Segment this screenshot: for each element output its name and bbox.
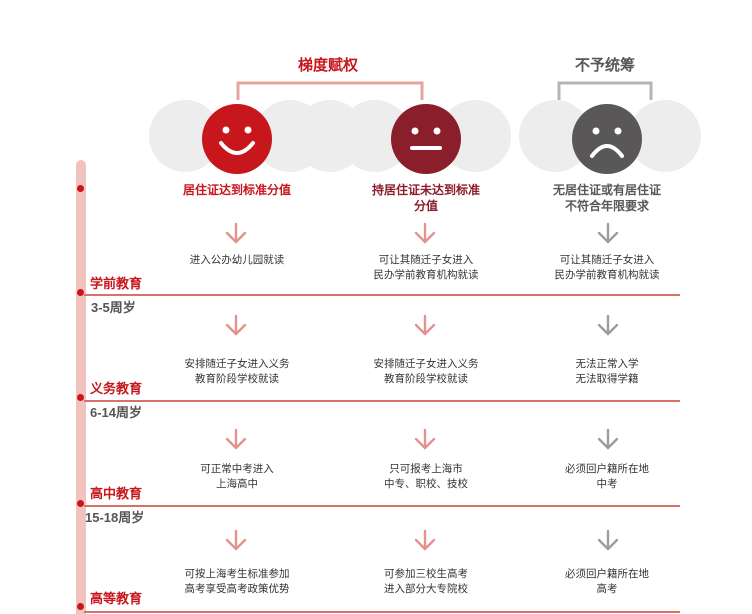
sad-face-icon	[572, 104, 642, 174]
cell-line: 必须回户籍所在地	[565, 568, 649, 580]
down-arrow-icon	[225, 314, 247, 336]
stage-name-high-school: 高中教育	[90, 486, 143, 501]
cell-high-school-no-permit: 必须回户籍所在地 中考	[507, 462, 707, 492]
cell-compulsory-below-standard: 安排随迁子女进入义务 教育阶段学校就读	[326, 357, 526, 387]
cell-preschool-qualified: 进入公办幼儿园就读	[137, 253, 337, 268]
down-arrow-icon	[414, 428, 436, 450]
stage-name-preschool: 学前教育	[90, 276, 143, 291]
cell-higher-education-qualified: 可按上海考生标准参加 高考享受高考政策优势	[137, 567, 337, 597]
cell-line: 上海高中	[216, 478, 258, 490]
cell-line: 中专、职校、技校	[384, 478, 468, 490]
stage-divider	[84, 611, 680, 613]
column-label-qualified: 居住证达到标准分值	[147, 182, 327, 198]
cell-line: 民办学前教育机构就读	[554, 269, 660, 281]
cell-compulsory-no-permit: 无法正常入学 无法取得学籍	[507, 357, 707, 387]
cell-line: 只可报考上海市	[389, 463, 463, 475]
column-label-line: 持居住证未达到标准	[371, 183, 480, 197]
down-arrow-icon	[414, 529, 436, 551]
cell-line: 中考	[596, 478, 618, 490]
cell-line: 可让其随迁子女进入	[559, 254, 655, 266]
timeline-dot	[77, 603, 84, 610]
timeline-axis	[76, 160, 86, 614]
timeline-dot	[77, 394, 84, 401]
cell-line: 高考享受高考政策优势	[184, 583, 290, 595]
timeline-dot	[77, 500, 84, 507]
bg-circle	[149, 100, 221, 172]
stage-age-high-school: 15-18周岁	[85, 510, 145, 525]
timeline-dot	[77, 185, 84, 192]
down-arrow-icon	[597, 529, 619, 551]
column-label-line: 不符合年限要求	[564, 199, 649, 213]
cell-line: 进入公办幼儿园就读	[189, 254, 285, 266]
cell-line: 安排随迁子女进入义务	[373, 358, 479, 370]
cell-line: 教育阶段学校就读	[384, 373, 468, 385]
stage-name-higher-education: 高等教育	[90, 591, 143, 606]
stage-age-compulsory: 6-14周岁	[90, 405, 143, 420]
down-arrow-icon	[225, 428, 247, 450]
cell-line: 教育阶段学校就读	[195, 373, 279, 385]
cell-compulsory-qualified: 安排随迁子女进入义务 教育阶段学校就读	[137, 357, 337, 387]
down-arrow-icon	[414, 314, 436, 336]
cell-line: 可按上海考生标准参加	[184, 568, 290, 580]
stage-name-compulsory: 义务教育	[90, 381, 143, 396]
down-arrow-icon	[597, 222, 619, 244]
down-arrow-icon	[225, 222, 247, 244]
stage-age-preschool: 3-5周岁	[91, 300, 136, 315]
bracket-excluded	[557, 81, 653, 100]
cell-line: 安排随迁子女进入义务	[184, 358, 290, 370]
cell-line: 可参加三校生高考	[384, 568, 468, 580]
cell-higher-education-below-standard: 可参加三校生高考 进入部分大专院校	[326, 567, 526, 597]
cell-line: 高考	[596, 583, 618, 595]
group-title-excluded: 不予统筹	[574, 57, 635, 74]
column-label-no-permit: 无居住证或有居住证 不符合年限要求	[517, 182, 697, 214]
down-arrow-icon	[597, 314, 619, 336]
cell-line: 可让其随迁子女进入	[378, 254, 474, 266]
bg-circle	[339, 100, 411, 172]
cell-line: 可正常中考进入	[200, 463, 274, 475]
down-arrow-icon	[225, 529, 247, 551]
down-arrow-icon	[597, 428, 619, 450]
stage-divider	[84, 505, 680, 507]
column-label-line: 分值	[413, 199, 438, 213]
cell-higher-education-no-permit: 必须回户籍所在地 高考	[507, 567, 707, 597]
cell-preschool-no-permit: 可让其随迁子女进入 民办学前教育机构就读	[507, 253, 707, 283]
cell-line: 民办学前教育机构就读	[373, 269, 479, 281]
stage-divider	[84, 400, 680, 402]
timeline-dot	[77, 289, 84, 296]
cell-preschool-below-standard: 可让其随迁子女进入 民办学前教育机构就读	[326, 253, 526, 283]
column-label-below-standard: 持居住证未达到标准 分值	[336, 182, 516, 214]
column-label-line: 居住证达到标准分值	[182, 183, 291, 197]
cell-line: 无法正常入学	[575, 358, 639, 370]
background-circles	[149, 100, 701, 172]
cell-line: 必须回户籍所在地	[565, 463, 649, 475]
bracket-weighted	[236, 81, 424, 100]
stage-divider	[84, 294, 680, 296]
cell-high-school-below-standard: 只可报考上海市 中专、职校、技校	[326, 462, 526, 492]
cell-line: 无法取得学籍	[575, 373, 639, 385]
bg-circle	[629, 100, 701, 172]
bg-circle	[519, 100, 591, 172]
neutral-face-icon	[391, 104, 461, 174]
cell-line: 进入部分大专院校	[384, 583, 468, 595]
happy-face-icon	[202, 104, 272, 174]
group-title-weighted: 梯度赋权	[297, 57, 358, 74]
column-label-line: 无居住证或有居住证	[552, 183, 661, 197]
down-arrow-icon	[414, 222, 436, 244]
cell-high-school-qualified: 可正常中考进入 上海高中	[137, 462, 337, 492]
